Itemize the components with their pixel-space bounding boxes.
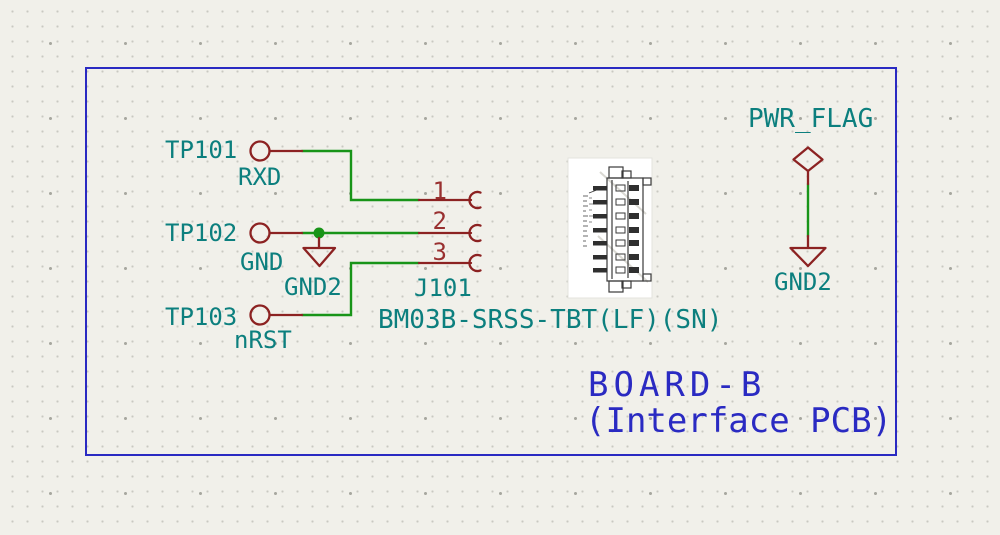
gnd2-right-triangle[interactable] — [789, 246, 827, 268]
pwr-flag-diamond[interactable] — [792, 146, 824, 173]
net-label-nrst[interactable]: nRST — [234, 326, 292, 354]
connector-tab — [642, 177, 652, 186]
testpoint-tp103-circle[interactable] — [249, 304, 271, 326]
connector-tab — [608, 166, 624, 179]
connector-tab — [621, 170, 632, 179]
wire-rxd[interactable] — [300, 149, 421, 202]
j101-pin2-socket[interactable] — [468, 223, 482, 243]
connector-pin-rows — [583, 184, 639, 274]
testpoint-tp103-ref[interactable]: TP103 — [165, 303, 238, 331]
net-label-gnd[interactable]: GND — [240, 248, 284, 276]
testpoint-tp101-circle[interactable] — [249, 140, 271, 162]
connector-drawing[interactable] — [567, 157, 653, 299]
j101-value[interactable]: BM03B-SRSS-TBT(LF)(SN) — [378, 305, 723, 335]
j101-reference[interactable]: J101 — [414, 274, 472, 302]
j101-pin1-socket[interactable] — [468, 190, 482, 210]
wire-junction-dot[interactable] — [313, 227, 325, 239]
j101-pin3-number[interactable]: 3 — [432, 238, 447, 266]
gnd2-right-label[interactable]: GND2 — [774, 268, 832, 296]
j101-pin2-number[interactable]: 2 — [432, 207, 447, 235]
j101-pin1-number[interactable]: 1 — [432, 177, 447, 205]
connector-annotation-marks — [583, 195, 593, 247]
gnd2-left-triangle[interactable] — [302, 246, 337, 268]
connector-tab — [608, 280, 624, 293]
connector-tab — [621, 280, 632, 289]
testpoint-tp101-ref[interactable]: TP101 — [165, 136, 238, 164]
connector-tab — [642, 273, 652, 282]
watermark-line — [599, 171, 647, 215]
net-label-rxd[interactable]: RXD — [238, 163, 282, 191]
sheet-title[interactable]: BOARD-B — [588, 365, 767, 405]
wire-nrst[interactable] — [300, 261, 421, 317]
gnd2-left-label[interactable]: GND2 — [284, 273, 342, 301]
sheet-border[interactable] — [85, 67, 897, 456]
testpoint-tp102-ref[interactable]: TP102 — [165, 219, 238, 247]
sheet-subtitle[interactable]: (Interface PCB) — [585, 401, 893, 441]
testpoint-tp102-circle[interactable] — [249, 222, 271, 244]
j101-pin3-socket[interactable] — [468, 253, 482, 273]
pwr-flag-label[interactable]: PWR_FLAG — [748, 104, 874, 134]
